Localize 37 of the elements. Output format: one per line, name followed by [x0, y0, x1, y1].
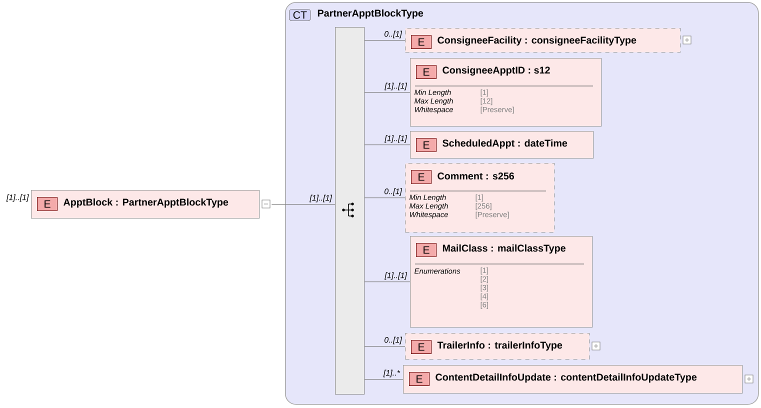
element-box [410, 131, 594, 159]
cardinality-label: 0..[1] [383, 188, 403, 197]
element-title: TrailerInfo : trailerInfoType [437, 341, 562, 351]
element-badge: E [411, 340, 432, 354]
element-title: ScheduledAppt : dateTime [442, 139, 568, 149]
cardinality-label: [1]..[1] [384, 82, 408, 92]
cardinality-label: [1]..[1] [384, 272, 408, 281]
cardinality-label: [1]..[1] [6, 194, 29, 202]
element-badge: E [411, 35, 432, 49]
element-badge: E [416, 65, 437, 79]
connector-line [364, 40, 406, 41]
element-box [410, 236, 593, 328]
connector-line [271, 204, 336, 205]
cardinality-label: [1]..[1] [384, 134, 408, 144]
element-badge: E [416, 243, 437, 257]
element-box [405, 163, 555, 233]
cardinality-label: [1]..* [382, 369, 401, 378]
connector-line [364, 346, 406, 347]
element-badge: E [416, 138, 437, 152]
cardinality-label: [1]..[1] [308, 194, 333, 204]
connector-line [364, 144, 410, 146]
element-title: ConsigneeApptID : s12 [442, 66, 550, 76]
element-box [410, 58, 602, 127]
element-title: Comment : s256 [438, 172, 514, 180]
element-title: MailClass : mailClassType [442, 244, 566, 254]
type-badge: CT [289, 8, 311, 22]
connector-line [364, 379, 404, 380]
type-title: PartnerApptBlockType [318, 9, 424, 19]
element-badge: E [37, 197, 58, 211]
element-badge: E [409, 372, 430, 386]
element-badge: E [411, 170, 432, 184]
element-title: ConsigneeFacility : consigneeFacilityType [438, 36, 636, 46]
connector-line [364, 92, 410, 93]
element-title: ApptBlock : PartnerApptBlockType [64, 198, 228, 208]
element-title: ContentDetailInfoUpdate : contentDetailInfoUpdateType [436, 373, 697, 383]
cardinality-label: 0..[1] [383, 30, 403, 40]
cardinality-label: 0..[1] [383, 336, 403, 346]
